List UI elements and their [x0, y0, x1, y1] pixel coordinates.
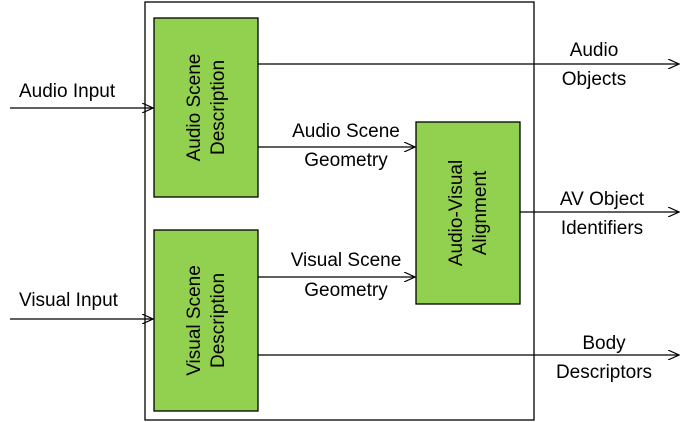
audio-scene-description-block — [153, 17, 259, 198]
svg-text:Audio Scene: Audio Scene — [184, 54, 205, 162]
audio-input-label: Audio Input — [19, 81, 116, 102]
visual-input-label: Visual Input — [19, 290, 119, 311]
visual-geometry-label-line1: Visual Scene — [291, 250, 402, 271]
audio-visual-alignment-block — [415, 121, 521, 305]
svg-text:Description: Description — [208, 60, 229, 155]
av-object-identifiers-label-line2: Identifiers — [561, 218, 643, 239]
visual-geometry-label-line2: Geometry — [304, 280, 388, 301]
audio-geometry-label-line1: Audio Scene — [292, 121, 400, 142]
svg-text:Description: Description — [208, 273, 229, 368]
audio-scene-description-label: Audio Scene Description — [184, 54, 229, 162]
visual-scene-description-label: Visual Scene Description — [184, 265, 229, 376]
svg-text:Audio-Visual: Audio-Visual — [446, 160, 467, 266]
svg-text:Alignment: Alignment — [470, 170, 491, 255]
audio-objects-label-line2: Objects — [562, 69, 626, 90]
audio-visual-alignment-label: Audio-Visual Alignment — [446, 160, 491, 266]
audio-objects-label-line1: Audio — [570, 40, 619, 61]
audio-geometry-label-line2: Geometry — [304, 150, 388, 171]
av-object-identifiers-label-line1: AV Object — [560, 189, 645, 210]
system-boundary — [144, 1, 535, 421]
visual-scene-description-block — [153, 229, 259, 412]
svg-text:Visual Scene: Visual Scene — [184, 265, 205, 376]
body-descriptors-label-line2: Descriptors — [556, 362, 652, 383]
body-descriptors-label-line1: Body — [582, 333, 626, 354]
